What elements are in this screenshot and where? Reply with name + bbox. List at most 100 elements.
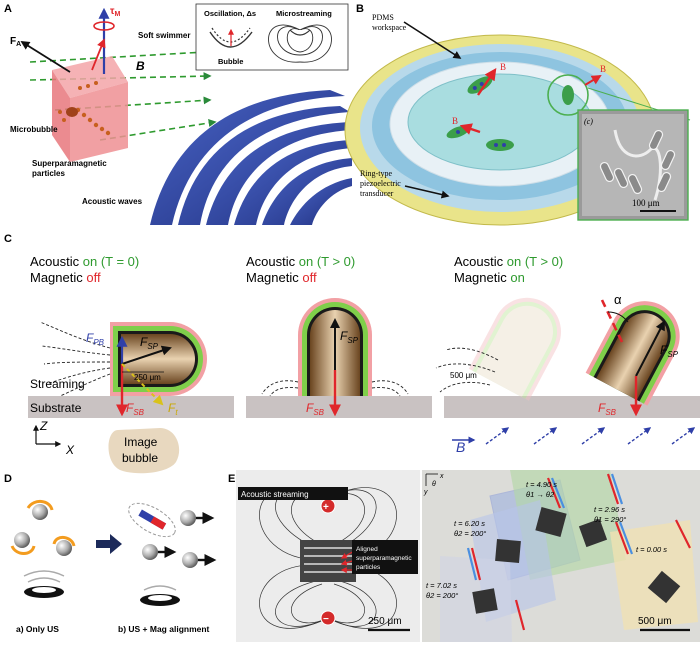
b-label-3: B	[600, 64, 606, 74]
substrate-right	[444, 396, 700, 418]
substrate-label: Substrate	[30, 401, 82, 415]
inset-bubble-label: Bubble	[218, 57, 243, 66]
alpha-reference-line	[600, 299, 624, 343]
fsp-label-1: FSP	[140, 335, 159, 351]
fsp-label-3: FSP	[660, 343, 679, 359]
pdms-label-2: workspace	[372, 23, 407, 32]
image-bubble-shape	[108, 428, 180, 474]
ring-label-3: transducer	[360, 189, 394, 198]
t2-label: t = 2.96 s	[594, 505, 625, 514]
c1-magnetic-line: Magnetic off	[30, 270, 101, 285]
streaming-lines-c2	[261, 380, 409, 397]
size-250-label: 250 μm	[134, 373, 161, 382]
b-field-arrows	[485, 427, 696, 445]
theta2-label: θ1 = 290°	[594, 515, 626, 524]
sem-inset	[577, 109, 689, 221]
soft-swimmer-cube	[52, 56, 128, 162]
sem-scale-label: 100 μm	[632, 198, 660, 208]
t1-label: t = 4.90 s	[526, 480, 557, 489]
theta3-label: θ2 = 200°	[454, 529, 486, 538]
plus-sign: +	[323, 502, 329, 513]
pdms-label-1: PDMS	[372, 13, 394, 22]
c3-magnetic-line: Magnetic on	[454, 270, 525, 285]
fsb-label-3: FSB	[598, 401, 617, 417]
panel-a-b-label: B	[136, 59, 145, 73]
panel-e	[236, 470, 700, 642]
panel-b	[344, 0, 700, 226]
streaming-label: Streaming	[30, 377, 85, 391]
fsb-label-1: FSB	[126, 401, 145, 417]
timelapse-micrograph	[422, 470, 700, 642]
fsp-label-2: FSP	[340, 329, 359, 345]
image-bubble-label-1: Image	[124, 435, 158, 449]
fsb-label-2: FSB	[306, 401, 325, 417]
substrate-left	[28, 396, 234, 418]
b-label-1: B	[500, 62, 506, 72]
axis-theta-e-label: θ	[432, 481, 436, 488]
ring-label-1: Ring-type	[360, 169, 392, 178]
us-mag-label: b) US + Mag alignment	[118, 624, 210, 634]
tau-label: τM	[110, 6, 120, 18]
inset-c-label: (c)	[584, 117, 593, 126]
scale-250-label: 250 μm	[368, 616, 402, 627]
image-bubble-label-2: bubble	[122, 451, 158, 465]
microbubble-shape	[66, 107, 78, 117]
c2-acoustic-line: Acoustic on (T > 0)	[246, 254, 355, 269]
inset-oscillation-microstreaming	[195, 3, 349, 71]
axis-x-label: X	[65, 443, 75, 457]
c3-acoustic-line: Acoustic on (T > 0)	[454, 254, 563, 269]
panel-a-letter: A	[4, 3, 12, 15]
swimmer-c3-faded	[468, 297, 561, 401]
alpha-label: α	[614, 292, 622, 307]
soft-swimmer-label: Soft swimmer	[138, 31, 190, 40]
panel-d-letter: D	[4, 473, 12, 485]
particles-label: particles	[32, 169, 65, 178]
panel-a	[0, 0, 352, 225]
inset-oscillation-label: Oscillation, Δs	[204, 9, 256, 18]
swimmer-c4	[585, 301, 680, 406]
workspace-swimmers	[446, 68, 514, 151]
axis-y-e-label: y	[423, 489, 428, 496]
c2-magnetic-line: Magnetic off	[246, 270, 317, 285]
transition-arrow	[96, 534, 122, 554]
streaming-lines-c1	[39, 321, 111, 397]
microbubble-label: Microbubble	[10, 125, 58, 134]
us-mag-illustration	[128, 502, 217, 606]
axis-x-e-label: x	[439, 473, 444, 480]
size-500-label: 500 μm	[450, 371, 477, 380]
fpb-label: FPB	[86, 331, 105, 347]
b-label-2: B	[452, 116, 458, 126]
theta1-label: θ1 → θ2	[526, 490, 555, 499]
panel-b-letter: B	[356, 3, 364, 15]
acoustic-waves-label: Acoustic waves	[82, 197, 143, 206]
fa-label: FA	[10, 36, 21, 48]
t5-label: t = 7.02 s	[426, 581, 457, 590]
t4-label: t = 0.00 s	[636, 545, 667, 554]
streaming-micrograph	[236, 470, 420, 642]
minus-sign: −	[323, 614, 329, 625]
fa-arrow	[20, 41, 71, 73]
swimmer-c1	[110, 322, 207, 396]
scale-500-label: 500 μm	[638, 616, 672, 627]
b-vector-label: B	[456, 439, 465, 455]
aligned-label-1: Aligned	[356, 546, 378, 553]
panel-d	[10, 500, 217, 606]
panel-c-letter: C	[4, 233, 12, 245]
only-us-label: a) Only US	[16, 624, 59, 634]
ring-label-2: piezoelectric	[360, 179, 401, 188]
c1-acoustic-line: Acoustic on (T = 0)	[30, 254, 139, 269]
theta5-label: θ2 = 200°	[426, 591, 458, 600]
panel-c	[28, 297, 700, 474]
axis-z-label: Z	[39, 419, 48, 433]
inset-microstreaming-label: Microstreaming	[276, 9, 332, 18]
superparamagnetic-label: Superparamagnetic	[32, 159, 107, 168]
substrate-middle	[246, 396, 432, 418]
t3-label: t = 6.20 s	[454, 519, 485, 528]
only-us-illustration	[10, 500, 76, 598]
panel-e-letter: E	[228, 473, 235, 485]
acoustic-streaming-label: Acoustic streaming	[241, 490, 309, 499]
ft-label: Ft	[168, 401, 178, 417]
aligned-label-3: particles	[356, 564, 381, 571]
acoustic-waves-illustration	[150, 90, 352, 225]
